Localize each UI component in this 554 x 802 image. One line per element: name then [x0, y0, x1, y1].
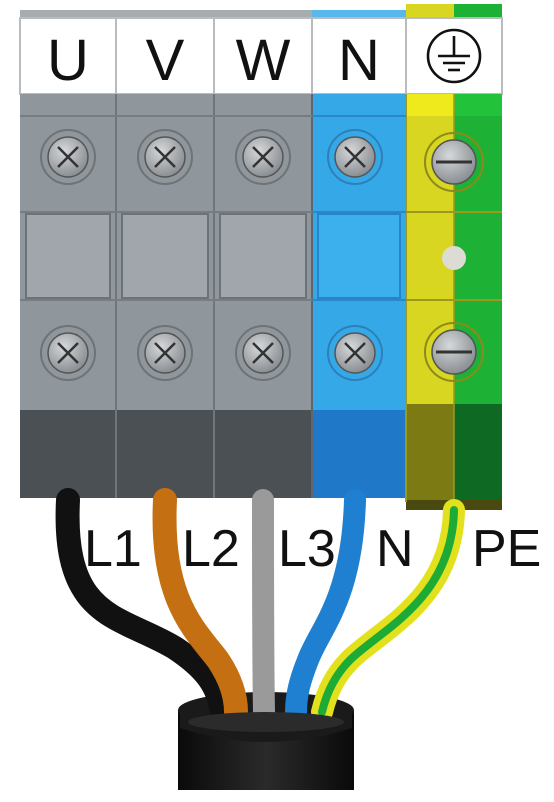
- cross-screw-icon: [40, 129, 96, 185]
- terminal-screws: [40, 129, 484, 382]
- slotted-screw-icon: [424, 132, 484, 192]
- wire-label-pe: PE: [472, 520, 541, 578]
- wire-label-l1: L1: [84, 520, 142, 578]
- wire-l3: [252, 489, 275, 723]
- cross-screw-icon: [327, 325, 383, 381]
- wire-labels: L1 L2 L3 N PE: [84, 520, 541, 578]
- wire-label-l2: L2: [182, 520, 240, 578]
- cable-mouth: [180, 712, 352, 742]
- cross-screw-icon: [137, 129, 193, 185]
- wires: [55, 488, 465, 724]
- wire-label-n: N: [376, 520, 414, 578]
- terminal-label-n: N: [338, 28, 380, 93]
- slotted-screw-icon: [424, 322, 484, 382]
- terminal-label-w: W: [236, 28, 291, 93]
- label-strip: U V W N: [19, 4, 503, 95]
- terminal-label-v: V: [146, 28, 185, 93]
- cross-screw-icon: [327, 129, 383, 185]
- wire-l2: [152, 488, 248, 724]
- cross-screw-icon: [137, 325, 193, 381]
- wire-l1: [55, 488, 234, 724]
- earth-ground-icon: [426, 28, 482, 84]
- wire-label-l3: L3: [278, 520, 336, 578]
- wire-pe-stripe: [318, 506, 458, 716]
- wire-n: [285, 489, 366, 723]
- cross-screw-icon: [40, 325, 96, 381]
- cross-screw-icon: [235, 129, 291, 185]
- cross-screw-icon: [235, 325, 291, 381]
- earth-centre-dot: [442, 246, 466, 270]
- terminal-label-u: U: [47, 28, 89, 93]
